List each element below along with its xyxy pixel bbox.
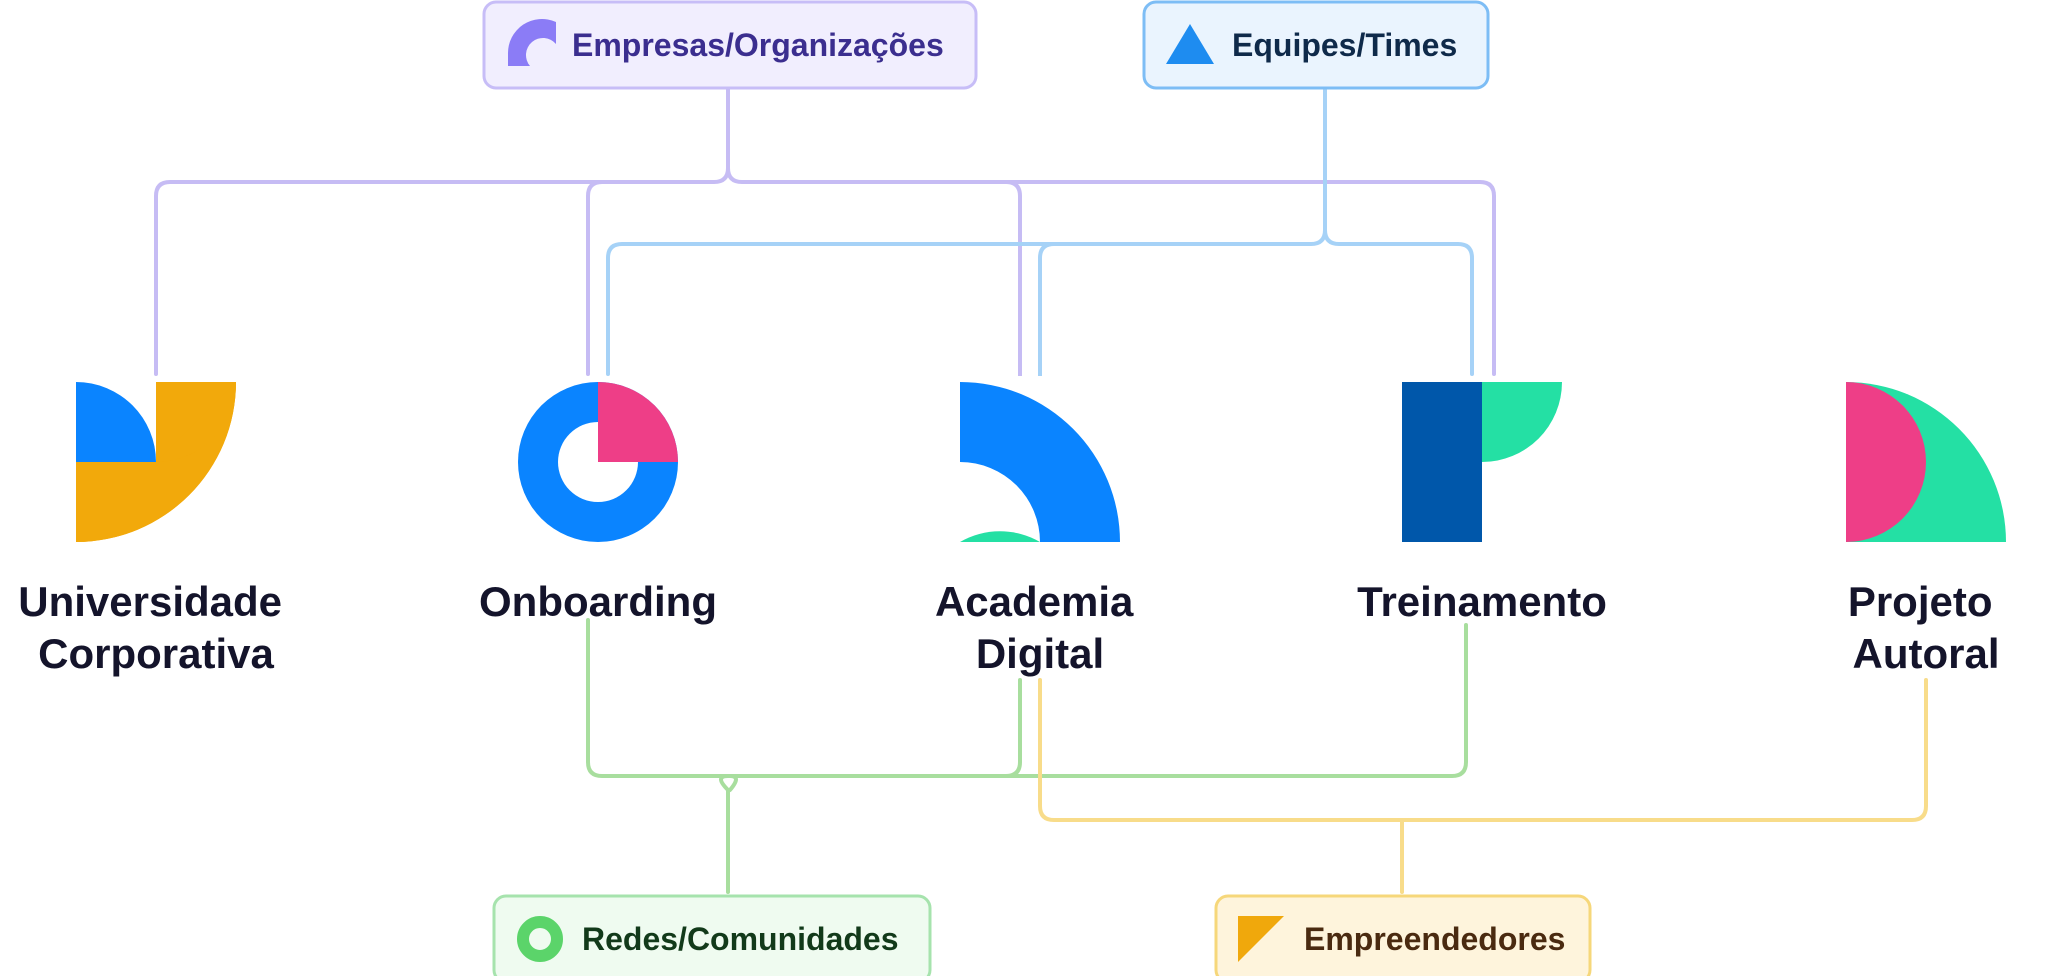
academia-title-line1: Academia: [935, 578, 1134, 625]
projeto-title-line1: Projeto: [1848, 578, 1993, 625]
empreendedores-label: Empreendedores: [1304, 921, 1565, 957]
equipes-connectors: [606, 86, 1474, 402]
onboarding-logo-icon: [512, 376, 684, 548]
projeto-title: Projeto Autoral: [1848, 578, 2004, 677]
academia-title: Academia Digital: [935, 578, 1145, 677]
equipes-label: Equipes/Times: [1232, 27, 1457, 63]
onboarding-title-line1: Onboarding: [479, 578, 717, 625]
academia-logo-icon: [954, 376, 1126, 548]
academia-title-line2: Digital: [976, 630, 1104, 677]
universidade-title: Universidade Corporativa: [18, 578, 293, 677]
triangle-icon: [1166, 24, 1214, 64]
redes-badge: Redes/Comunidades: [492, 894, 932, 976]
redes-connectors: [586, 618, 1468, 894]
onboarding-title: Onboarding: [479, 578, 717, 625]
empreendedores-connectors: [1038, 678, 1928, 894]
universidade-logo-icon: [70, 376, 240, 546]
flag-corner-icon: [1238, 916, 1284, 962]
treinamento-title: Treinamento: [1357, 578, 1607, 625]
universidade-title-line1: Universidade: [18, 578, 282, 625]
empresas-badge: Empresas/Organizações: [482, 0, 978, 90]
projeto-title-line2: Autoral: [1853, 630, 2000, 677]
universidade-title-line2: Corporativa: [38, 630, 274, 677]
redes-label: Redes/Comunidades: [582, 921, 899, 957]
projeto-logo-icon: [1840, 376, 2012, 548]
empreendedores-badge: Empreendedores: [1214, 894, 1592, 976]
treinamento-title-line1: Treinamento: [1357, 578, 1607, 625]
equipes-badge: Equipes/Times: [1142, 0, 1490, 90]
empresas-label: Empresas/Organizações: [572, 27, 944, 63]
quarter-ring-icon: [507, 18, 556, 66]
ring-icon: [517, 916, 563, 962]
empresas-connectors: [154, 86, 1496, 384]
treinamento-logo-icon: [1396, 376, 1568, 548]
